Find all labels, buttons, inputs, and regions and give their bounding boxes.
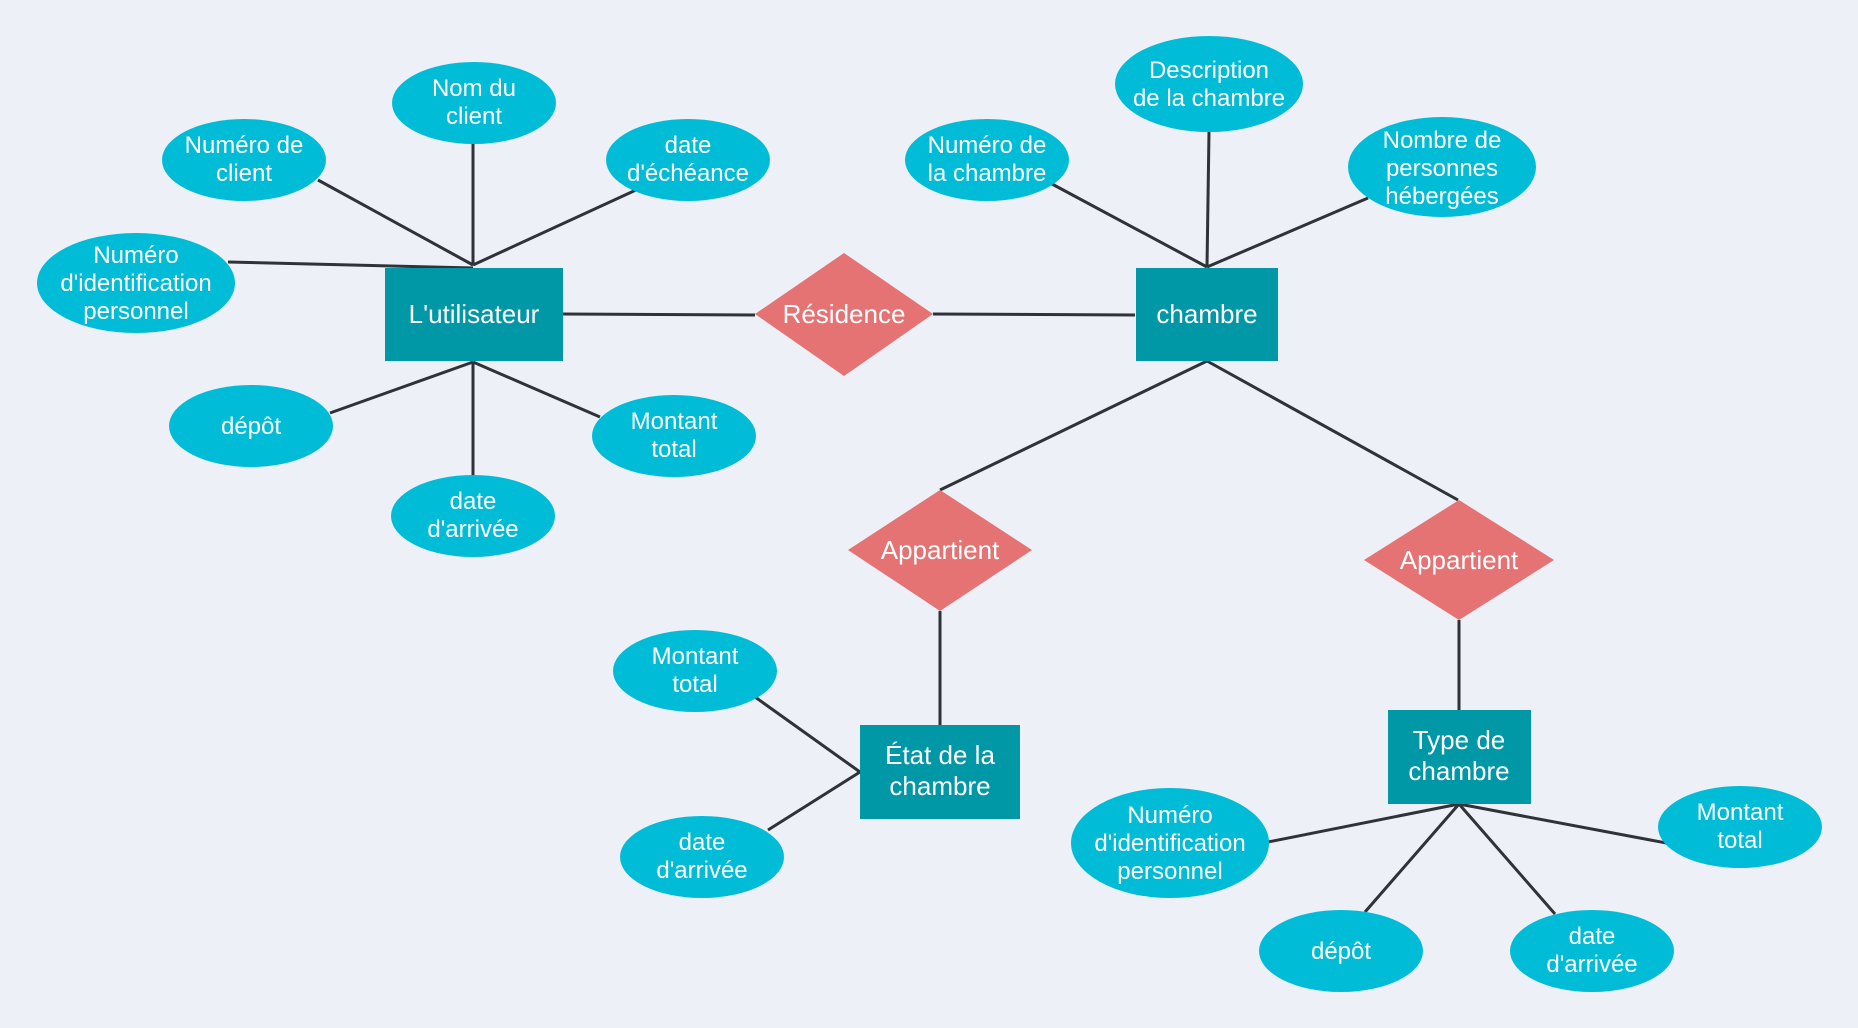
edge-residence-chambre: [932, 312, 1136, 317]
relationship-appartient-type: Appartient: [1364, 500, 1554, 620]
attribute-t-depot: dépôt: [1259, 910, 1423, 992]
edge-utilisateur-montant-total: [472, 360, 601, 419]
edge-utilisateur-depot: [329, 360, 474, 415]
edge-utilisateur-numero-identification: [227, 260, 474, 270]
edge-utilisateur-numero-client: [317, 178, 474, 267]
edge-type-depot: [1363, 803, 1461, 913]
edge-chambre-appartient-type: [1206, 359, 1459, 502]
edge-chambre-nombre-personnes: [1206, 196, 1369, 269]
edge-type-date-arrivee: [1457, 803, 1557, 915]
entity-label: L'utilisateur: [409, 299, 540, 329]
entity-utilisateur: L'utilisateur: [385, 268, 563, 361]
edge-type-montant-total: [1458, 802, 1678, 847]
relationship-residence: Résidence: [755, 253, 933, 376]
relationship-label: Appartient: [1400, 545, 1519, 575]
edge-chambre-appartient-etat: [939, 359, 1208, 492]
edge-chambre-numero-chambre: [1051, 182, 1208, 269]
entity-label: chambre: [1156, 299, 1257, 329]
edges: [227, 131, 1678, 915]
edge-type-numero-identification: [1267, 802, 1460, 844]
attribute-label: dépôt: [1311, 938, 1371, 965]
edge-utilisateur-residence: [562, 312, 756, 317]
relationship-label: Résidence: [783, 299, 906, 329]
edge-etat-montant-total: [754, 695, 861, 774]
entity-chambre: chambre: [1136, 268, 1278, 361]
attribute-u-depot: dépôt: [169, 385, 333, 467]
edge-utilisateur-date-echeance: [472, 188, 637, 267]
attribute-label: dépôt: [221, 413, 281, 440]
relationship-label: Appartient: [881, 535, 1000, 565]
edge-etat-date-arrivee: [767, 770, 861, 832]
relationship-appartient-etat: Appartient: [848, 490, 1032, 611]
edge-chambre-description: [1205, 131, 1211, 268]
